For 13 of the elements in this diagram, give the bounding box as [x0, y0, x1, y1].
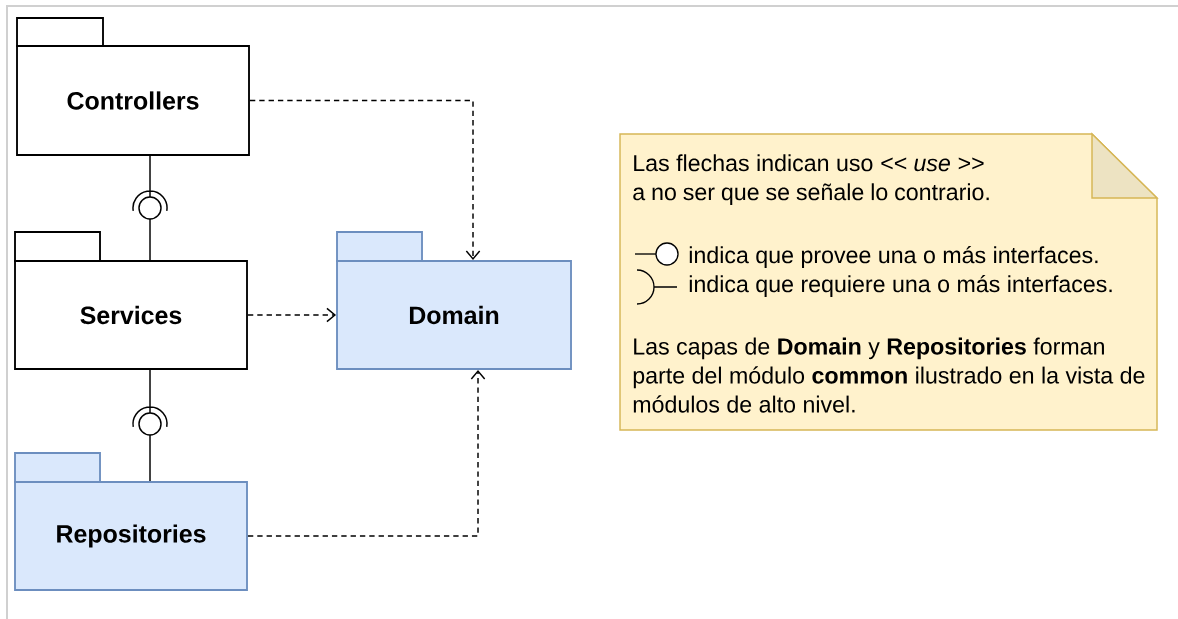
package-box: Controllers: [16, 17, 250, 156]
package-box: Services: [14, 231, 248, 370]
note-text: Las flechas indican uso << use >> a no ser que se señale lo contrario.: [633, 154, 989, 205]
note-text: indica que provee una o más interfaces.: [689, 246, 1098, 268]
package-box: Repositories: [14, 452, 248, 591]
dependency-arrow: [247, 369, 486, 537]
dependency-arrow: [247, 307, 337, 323]
package-box: Domain: [336, 231, 572, 370]
assembly-connector: [132, 155, 168, 261]
note-text: indica que requiere una o más interfaces.: [689, 275, 1112, 297]
dependency-arrow: [249, 99, 481, 261]
note-text: Las capas de Domain y Repositories forman parte del módulo common ilustrado en la vista de módulos de alto nivel.: [633, 337, 1145, 413]
assembly-connector: [132, 369, 168, 482]
